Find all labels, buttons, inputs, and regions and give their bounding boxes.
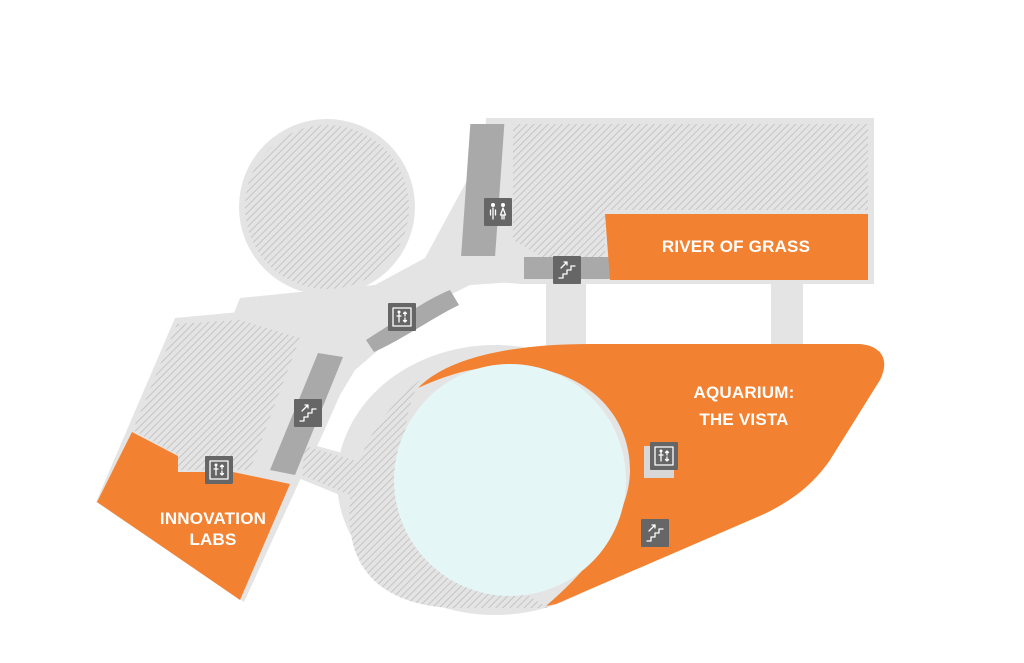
dome-hatched	[245, 125, 409, 289]
elevator-icon[interactable]	[644, 442, 678, 478]
zone-labels: RIVER OF GRASS AQUARIUM: THE VISTA INNOV…	[160, 237, 810, 549]
escalator-icon[interactable]	[641, 519, 669, 547]
escalator-icon[interactable]	[553, 256, 581, 284]
aquarium-ring-hatched	[349, 380, 548, 608]
aquarium-link-hatched	[302, 446, 372, 500]
restroom-icon[interactable]	[484, 198, 512, 226]
escalator-icon[interactable]	[294, 399, 322, 427]
zone-river-of-grass[interactable]	[605, 214, 868, 280]
elevator-icon[interactable]	[205, 456, 233, 484]
bridge-west	[546, 280, 586, 350]
west-wing-hatched	[133, 320, 300, 480]
bridge-east	[771, 280, 803, 350]
label-aquarium-line2: THE VISTA	[699, 410, 788, 429]
closed-areas	[133, 124, 868, 608]
label-innovation-labs-line1: INNOVATION	[160, 509, 266, 528]
label-innovation-labs-line2: LABS	[189, 530, 236, 549]
label-river-of-grass: RIVER OF GRASS	[662, 237, 810, 256]
elevator-icon[interactable]	[388, 303, 416, 331]
label-aquarium-line1: AQUARIUM:	[694, 383, 795, 402]
aquarium-pool	[394, 364, 626, 596]
north-hall-hatched	[513, 124, 868, 260]
zone-innovation-labs[interactable]	[97, 432, 290, 600]
amenities	[205, 198, 678, 547]
